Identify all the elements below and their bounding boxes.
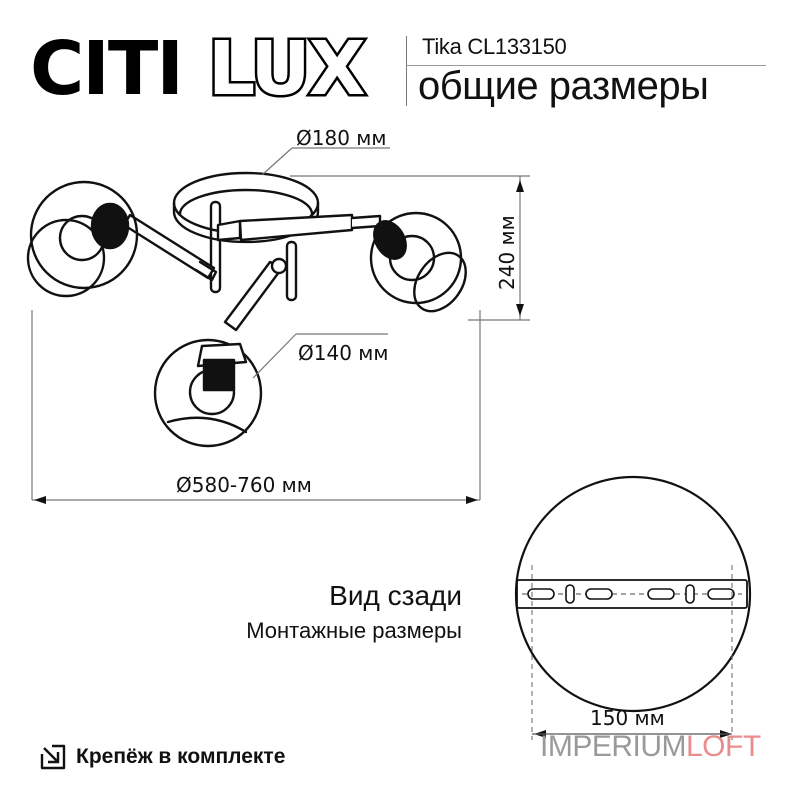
span-diameter-label: Ø580-760 мм bbox=[176, 473, 312, 497]
mounting-bracket bbox=[516, 579, 748, 609]
logo-outline-text: LUX bbox=[208, 28, 365, 108]
citilux-logo: CITI LUX bbox=[30, 28, 369, 108]
canopy-rod-left bbox=[209, 200, 222, 294]
watermark-part2: LOFT bbox=[686, 730, 761, 763]
rear-view-drawing: 150 мм bbox=[514, 475, 752, 740]
header-divider-vertical bbox=[406, 36, 407, 106]
arrow-down-right-in-box-icon bbox=[40, 744, 66, 770]
shade-left bbox=[29, 180, 139, 290]
header-divider-horizontal bbox=[406, 65, 766, 66]
dimension-lines bbox=[31, 147, 530, 501]
chandelier-illustration bbox=[26, 171, 467, 448]
socket-right bbox=[373, 220, 407, 260]
watermark: IMPERIUMLOFT bbox=[540, 730, 761, 764]
dimension-arrows bbox=[34, 180, 732, 738]
socket-left bbox=[90, 202, 130, 250]
mounting-spacing-label: 150 мм bbox=[590, 706, 665, 730]
socket-lower bbox=[202, 358, 236, 392]
model-name: Tika CL133150 bbox=[422, 34, 567, 59]
canopy-rod-right bbox=[285, 240, 298, 302]
logo-solid-text: CITI bbox=[30, 28, 182, 108]
arm-right bbox=[238, 213, 354, 242]
rear-view-subtitle: Монтажные размеры bbox=[246, 618, 462, 643]
height-label: 240 мм bbox=[495, 215, 519, 290]
page-title: общие размеры bbox=[418, 64, 709, 108]
shade-diameter-label: Ø140 мм bbox=[298, 341, 388, 365]
mounting-note-label: Крепёж в комплекте bbox=[76, 745, 286, 768]
watermark-part1: IMPERIUM bbox=[540, 730, 687, 763]
rear-view-title: Вид сзади bbox=[329, 580, 462, 611]
mounting-note: Крепёж в комплекте bbox=[40, 744, 285, 770]
shade-lower bbox=[153, 338, 263, 448]
canopy-rear-circle bbox=[514, 475, 752, 713]
canopy-diameter-label: Ø180 мм bbox=[296, 126, 386, 150]
arm-lower bbox=[223, 260, 284, 332]
arm-left bbox=[122, 213, 216, 280]
